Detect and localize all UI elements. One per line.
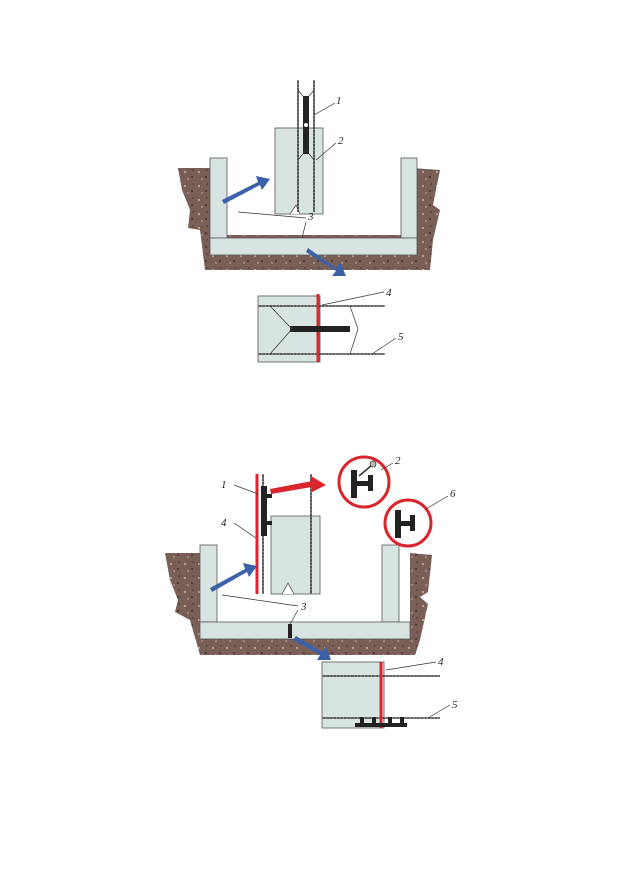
wall-left-top bbox=[209, 157, 228, 239]
water-arrow-top-left bbox=[222, 176, 270, 204]
label-4-top: 4 bbox=[386, 287, 392, 299]
column-bottom bbox=[270, 515, 321, 595]
waterstop-detail-top bbox=[290, 326, 350, 332]
label-4-detail-bottom: 4 bbox=[438, 656, 444, 668]
water-arrow-bottom-down bbox=[293, 636, 331, 660]
label-1-top: 1 bbox=[336, 95, 342, 107]
label-4-bottom: 4 bbox=[221, 517, 227, 529]
soil-bottom bbox=[165, 553, 432, 655]
figure-top: 1 2 3 4 5 bbox=[178, 80, 440, 363]
wall-right-top bbox=[400, 157, 418, 239]
label-3-top: 3 bbox=[307, 211, 314, 223]
nail-icon bbox=[358, 464, 373, 477]
water-arrow-bottom-left bbox=[210, 563, 257, 592]
figure-bottom: 1 4 2 6 3 4 5 bbox=[165, 455, 458, 729]
waterstop-detail-bottom bbox=[355, 723, 407, 727]
slab-bottom bbox=[199, 621, 411, 640]
callout-arrow bbox=[270, 476, 326, 494]
label-5-detail-bottom: 5 bbox=[452, 699, 458, 711]
wall-left-bottom bbox=[199, 544, 218, 623]
label-6-bottom: 6 bbox=[450, 488, 456, 500]
label-3-bottom: 3 bbox=[300, 601, 307, 613]
label-2-bottom: 2 bbox=[395, 455, 401, 467]
water-arrow-top-down bbox=[306, 248, 346, 276]
label-2-top: 2 bbox=[338, 135, 344, 147]
waterstop-element-bottom bbox=[261, 486, 267, 536]
label-5-top: 5 bbox=[398, 331, 404, 343]
column-top bbox=[274, 127, 324, 215]
label-1-bottom: 1 bbox=[221, 479, 227, 491]
wall-right-bottom bbox=[381, 544, 400, 623]
